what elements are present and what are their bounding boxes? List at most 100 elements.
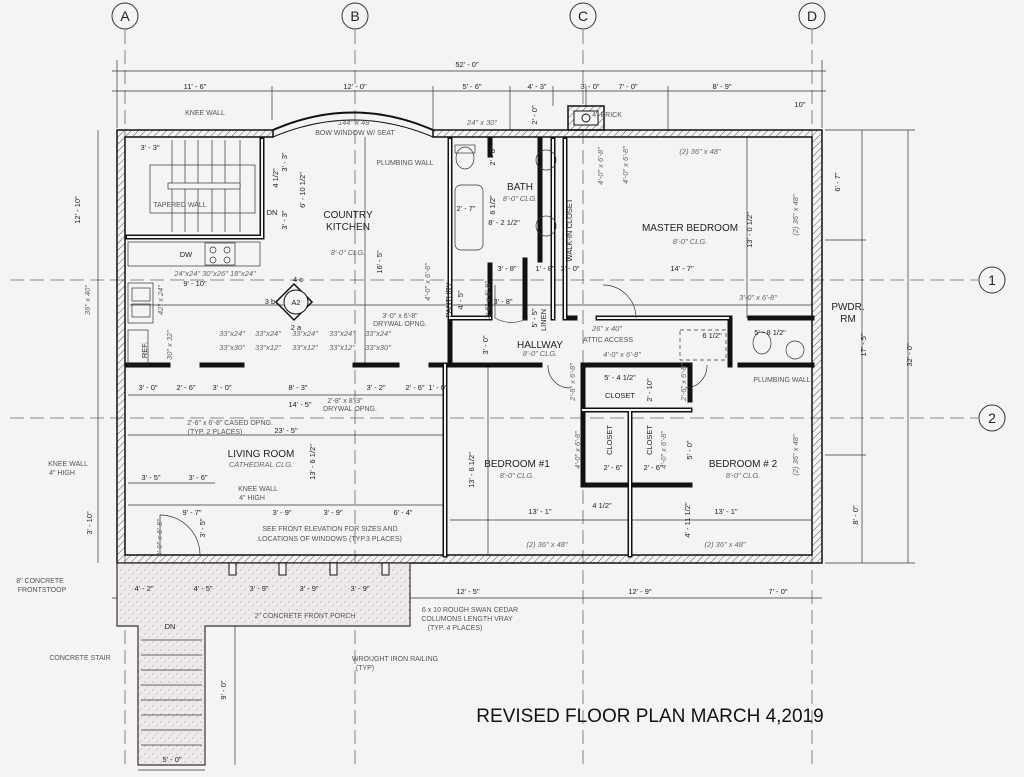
- dimension-label: 4 1/2": [592, 501, 612, 510]
- opening-size: 4'-0" x 6'-8": [621, 146, 630, 184]
- grid-label-c: C: [578, 8, 588, 24]
- room-tag: CLOSET: [605, 425, 614, 455]
- room-ceiling: CATHEDRAL CLG.: [229, 460, 293, 469]
- opening-size: 4'-0" x 6'-8": [573, 431, 582, 469]
- room-ceiling: 8'-0" CLG.: [331, 248, 366, 257]
- grid-label-a: A: [120, 8, 130, 24]
- opening-size: 33"x24": [219, 329, 245, 338]
- room-tag: DN: [165, 622, 176, 631]
- opening-size: 4'-0" x 6'-8": [596, 147, 605, 185]
- dimension-label: 52' - 0": [455, 60, 479, 69]
- kitchen-counter: [127, 241, 261, 366]
- dimension-label: 3' - 9": [249, 584, 268, 593]
- opening-size: 3'-0" x 6'-8": [155, 519, 164, 557]
- column: [381, 562, 390, 576]
- dimension-label: 4' - 2": [134, 584, 153, 593]
- dimension-label: 5' - 0": [162, 755, 181, 764]
- dimension-label: 3' - 0": [481, 335, 490, 354]
- note-text: 2'-8" x 8'-3": [327, 398, 363, 405]
- dimension-label: 3' - 3": [280, 210, 289, 229]
- note-text: KNEE WALL: [48, 461, 88, 468]
- opening-size: 3'-0" x 6'-8": [739, 293, 777, 302]
- note-text: KNEE WALL: [185, 110, 225, 117]
- drawing-title: REVISED FLOOR PLAN MARCH 4,2019: [476, 706, 823, 727]
- dimension-label: 2' - 8": [488, 146, 497, 165]
- opening-size: 144" x 48": [338, 118, 372, 127]
- grid-label-2: 2: [988, 410, 996, 426]
- note-text: FRONTSTOOP: [18, 587, 67, 594]
- dimension-label: 6' - 10 1/2": [298, 172, 307, 208]
- room-tag: CLOSET: [605, 391, 635, 400]
- section-top: 4 c: [293, 275, 303, 284]
- column: [278, 562, 287, 576]
- room-tag: WALK-IN CLOSET: [565, 198, 574, 261]
- note-text: CONCRETE STAIR: [49, 655, 110, 662]
- dimension-label: 2' - 7": [456, 204, 475, 213]
- dimension-label: 3' - 5": [198, 518, 207, 537]
- dimension-label: 5' - 8 1/2": [754, 328, 786, 337]
- dimension-label: 6 1/2": [702, 331, 722, 340]
- opening-size: (2) 36" x 48": [791, 434, 800, 476]
- opening-size: (2) 36" x 48": [791, 194, 800, 236]
- dimension-label: 3' - 3": [140, 143, 159, 152]
- dimension-label: 17' - 5": [859, 333, 868, 357]
- opening-size: 42" x 24": [156, 285, 165, 315]
- section-id: A2: [291, 298, 300, 307]
- dimension-label: 4' - 5": [193, 584, 212, 593]
- dimension-label: 3' - 8": [493, 297, 512, 306]
- opening-size: 24" x 30": [466, 118, 497, 127]
- dimension-label: 8' - 0": [851, 505, 860, 524]
- dimension-label: 8' - 2 1/2": [488, 218, 520, 227]
- note-text: 4" HIGH: [49, 470, 75, 477]
- dimension-label: 4' - 3": [527, 82, 546, 91]
- front-porch: [116, 562, 411, 766]
- dimension-label: 12' - 0": [343, 82, 367, 91]
- dimension-label: 8' - 3": [288, 383, 307, 392]
- dimension-label: 2' - 10": [645, 378, 654, 402]
- opening-size: (2) 36" x 48": [679, 147, 721, 156]
- dimension-label: 10": [794, 100, 805, 109]
- opening-size: 33"x24": [292, 329, 318, 338]
- note-text: PLUMBING WALL: [376, 160, 433, 167]
- grid-label-1: 1: [988, 272, 996, 288]
- opening-size: 30" x 32": [165, 330, 174, 360]
- room-tag: DW: [180, 250, 193, 259]
- dimension-label: 13' - 0 1/2": [745, 212, 754, 248]
- dimension-label: 4' - 5": [456, 290, 465, 309]
- opening-size: (2) 36" x 48": [526, 540, 568, 549]
- dimension-label: 3' - 9": [272, 508, 291, 517]
- dimension-label: 4 1/2": [271, 168, 280, 188]
- opening-size: 33"x12": [292, 343, 318, 352]
- note-text: 2'-6" x 6'-8" CASED OPNG.: [187, 420, 273, 427]
- dimension-label: 3' - 0": [212, 383, 231, 392]
- opening-size: 33"x24": [329, 329, 355, 338]
- dimension-label: 9' - 7": [182, 508, 201, 517]
- room-ceiling: 8'-0" CLG.: [503, 194, 538, 203]
- room-name: BEDROOM #1: [484, 459, 550, 470]
- room-ceiling: 8'-0" CLG.: [500, 471, 535, 480]
- note-text: 8" CONCRETE: [16, 578, 64, 585]
- note-text: COLUMONS LENGTH VRAY: [421, 616, 513, 623]
- note-text: PLUMBING WALL: [753, 377, 810, 384]
- opening-size: 4'-0" x 6'-8": [423, 263, 432, 301]
- dimension-label: 2' - 6": [603, 463, 622, 472]
- dimension-label: 3' - 2": [366, 383, 385, 392]
- opening-size: 2'-6" x 6'-8": [483, 281, 492, 320]
- column: [228, 562, 237, 576]
- note-text: (TYP. 4 PLACES): [428, 625, 483, 632]
- room-tag: CLOSET: [645, 425, 654, 455]
- dimension-lines: [97, 60, 915, 771]
- opening-size: 2'-6" x 6'-8": [568, 363, 577, 402]
- room-tag: REF.: [140, 342, 149, 358]
- dimension-label: 5' - 5": [530, 308, 539, 327]
- note-text: DRYWAL OPNG.: [373, 321, 427, 328]
- dimension-label: 7' - 0": [768, 587, 787, 596]
- dimension-label: 6' - 7": [833, 172, 842, 191]
- dimension-label: 13' - 1": [528, 507, 552, 516]
- note-text: ATTIC ACCESS: [583, 337, 633, 344]
- dimension-label: 3' - 9": [350, 584, 369, 593]
- dimension-label: 1' - 0": [428, 383, 447, 392]
- column: [329, 562, 338, 576]
